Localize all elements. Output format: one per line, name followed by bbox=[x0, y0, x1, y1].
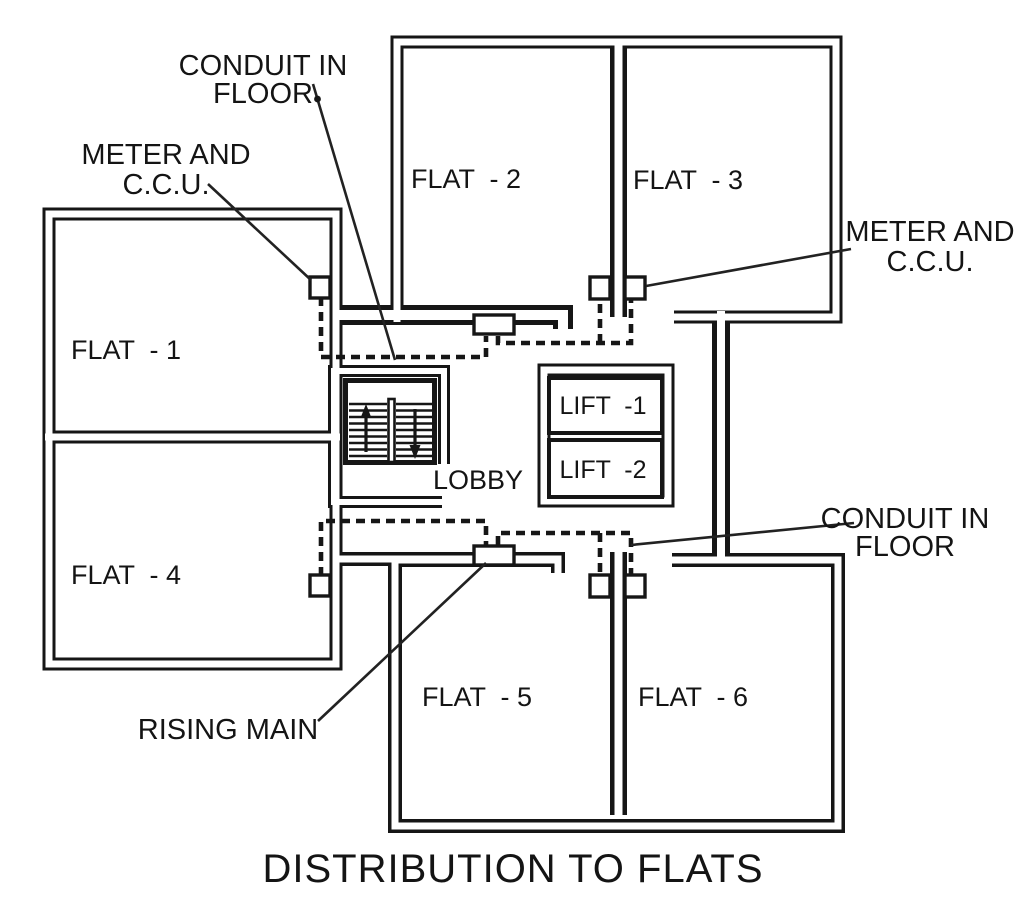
staircase bbox=[343, 378, 437, 465]
meter-right-label-line2: C.C.U. bbox=[887, 246, 974, 278]
leader-rising-main bbox=[317, 562, 487, 722]
flat-5-label: FLAT - 5 bbox=[422, 682, 532, 712]
leader-conduit-top bbox=[311, 83, 397, 361]
lift-shaft: LIFT -1 LIFT -2 bbox=[547, 376, 664, 499]
meter-box-flat-2 bbox=[588, 275, 612, 301]
lift-1-car-box bbox=[547, 376, 664, 435]
meter-box-flat-5 bbox=[588, 573, 612, 599]
meter-box-flat-3 bbox=[623, 275, 647, 301]
leader-conduit-top-dot bbox=[314, 95, 321, 103]
diagram-title: DISTRIBUTION TO FLATS bbox=[262, 847, 763, 891]
meter-right-label-line1: METER AND bbox=[845, 216, 1014, 248]
leader-meter-left bbox=[207, 183, 312, 281]
junction-box-top bbox=[472, 313, 516, 336]
lobby-label: LOBBY bbox=[433, 465, 523, 495]
lift-shaft-wall-core bbox=[540, 366, 672, 505]
meter-box-flat-6 bbox=[623, 573, 647, 599]
flat-4-label: FLAT - 4 bbox=[71, 560, 181, 590]
flat-1-label: FLAT - 1 bbox=[71, 335, 181, 365]
leader-lines bbox=[207, 83, 855, 722]
leader-conduit-bottom bbox=[630, 521, 855, 547]
flat-3-label: FLAT - 3 bbox=[633, 165, 743, 195]
meter-box-flat-1 bbox=[308, 275, 332, 300]
top-block-wall-core bbox=[393, 38, 840, 322]
stair-up-arrow-icon bbox=[360, 404, 372, 452]
lift-1-label: LIFT -1 bbox=[559, 392, 646, 420]
meter-box-flat-4 bbox=[308, 573, 332, 598]
lift-2-car-box bbox=[547, 438, 664, 499]
stair-center-rail bbox=[387, 397, 396, 464]
rising-main-label: RISING MAIN bbox=[138, 714, 318, 746]
conduit-junction-to-flat3 bbox=[495, 299, 634, 346]
flat-2-label: FLAT - 2 bbox=[411, 164, 521, 194]
labels: CONDUIT IN FLOOR METER AND C.C.U. METER … bbox=[71, 50, 1015, 891]
rising-main-box bbox=[472, 544, 516, 567]
meter-left-label-line1: METER AND bbox=[81, 139, 250, 171]
conduit-top-label-line1: CONDUIT IN bbox=[179, 50, 348, 82]
meter-left-label-line2: C.C.U. bbox=[123, 169, 210, 201]
stair-down-arrow-icon bbox=[409, 409, 421, 459]
bottom-block-wall-core bbox=[391, 556, 842, 830]
conduit-bottom-label-line2: FLOOR bbox=[855, 531, 955, 563]
lift-2-label: LIFT -2 bbox=[559, 456, 646, 484]
meters-and-boxes bbox=[308, 275, 647, 599]
conduit-rising-main-to-flat6 bbox=[495, 530, 634, 577]
conduit-runs bbox=[318, 297, 634, 577]
flat-6-label: FLAT - 6 bbox=[638, 682, 748, 712]
leader-meter-right bbox=[645, 247, 852, 288]
stair-enclosure-core bbox=[331, 368, 447, 505]
conduit-bottom-label-line1: CONDUIT IN bbox=[821, 503, 990, 535]
north-corridor-core bbox=[338, 310, 568, 329]
conduit-flat4-to-rising-main bbox=[318, 518, 489, 576]
conduit-flat1-to-junction bbox=[318, 297, 489, 360]
conduit-top-label-line2: FLOOR bbox=[213, 78, 313, 110]
